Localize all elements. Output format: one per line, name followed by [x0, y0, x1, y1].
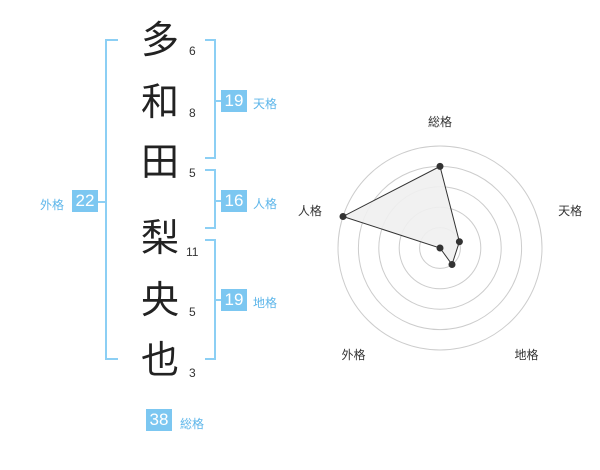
radar-point-1	[436, 162, 444, 170]
jinkaku-value-badge: 16	[221, 190, 247, 212]
stroke-count-1: 6	[189, 44, 196, 58]
radar-axis-label: 人格	[298, 203, 322, 218]
stroke-count-5: 5	[189, 305, 196, 319]
stroke-count-6: 3	[189, 366, 196, 380]
radar-point-5	[339, 212, 347, 220]
gaikaku-bracket	[105, 39, 118, 360]
jinkaku-label: 人格	[253, 197, 278, 211]
radar-axis-label: 天格	[558, 203, 582, 218]
soukaku-label: 総格	[180, 417, 205, 431]
name-char-4: 梨	[140, 216, 179, 260]
stroke-count-2: 8	[189, 106, 196, 120]
radar-point-4	[436, 244, 444, 252]
radar-axis-label: 外格	[341, 347, 365, 362]
name-char-5: 央	[140, 278, 179, 322]
radar-axis-label: 地格	[515, 347, 539, 362]
soukaku-value-badge: 38	[146, 409, 172, 431]
chikaku-value-badge: 19	[221, 289, 247, 311]
name-char-6: 也	[140, 338, 179, 382]
stroke-count-3: 5	[189, 166, 196, 180]
jinkaku-bracket	[205, 169, 216, 229]
radar-grid-ring	[337, 145, 543, 351]
gaikaku-label: 外格	[40, 198, 65, 212]
radar-data-polygon	[341, 165, 460, 266]
name-char-1: 多	[140, 18, 179, 62]
stroke-count-4: 11	[186, 245, 199, 259]
chikaku-label: 地格	[253, 296, 278, 310]
tenkaku-label: 天格	[253, 97, 278, 111]
name-char-3: 田	[140, 140, 179, 184]
name-char-2: 和	[140, 80, 179, 124]
radar-point-2	[455, 238, 463, 246]
gaikaku-value-badge: 22	[72, 190, 98, 212]
radar-point-3	[448, 261, 456, 269]
tenkaku-value-badge: 19	[221, 90, 247, 112]
radar-axis-label: 総格	[428, 114, 452, 129]
tenkaku-bracket	[205, 39, 216, 159]
